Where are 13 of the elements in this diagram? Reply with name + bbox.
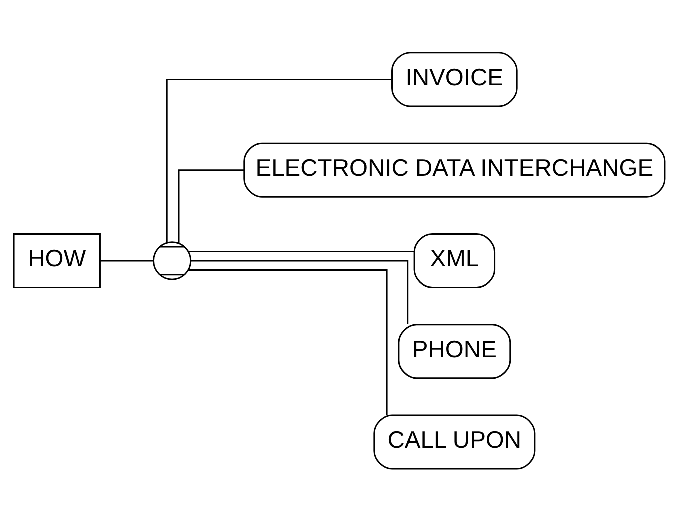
node-box: PHONE [398,324,512,380]
node-box: HOW [13,234,101,288]
connector [188,250,414,252]
node-semicircle [153,242,192,280]
connector [100,260,154,262]
node-box: XML [414,234,496,288]
node-box: CALL UPON [374,414,536,470]
connector [191,260,409,324]
connector [178,170,244,244]
node-box: ELECTRONIC DATA INTERCHANGE [244,142,666,198]
connector [188,270,388,416]
node-box: INVOICE [392,52,518,108]
connector [166,78,392,243]
